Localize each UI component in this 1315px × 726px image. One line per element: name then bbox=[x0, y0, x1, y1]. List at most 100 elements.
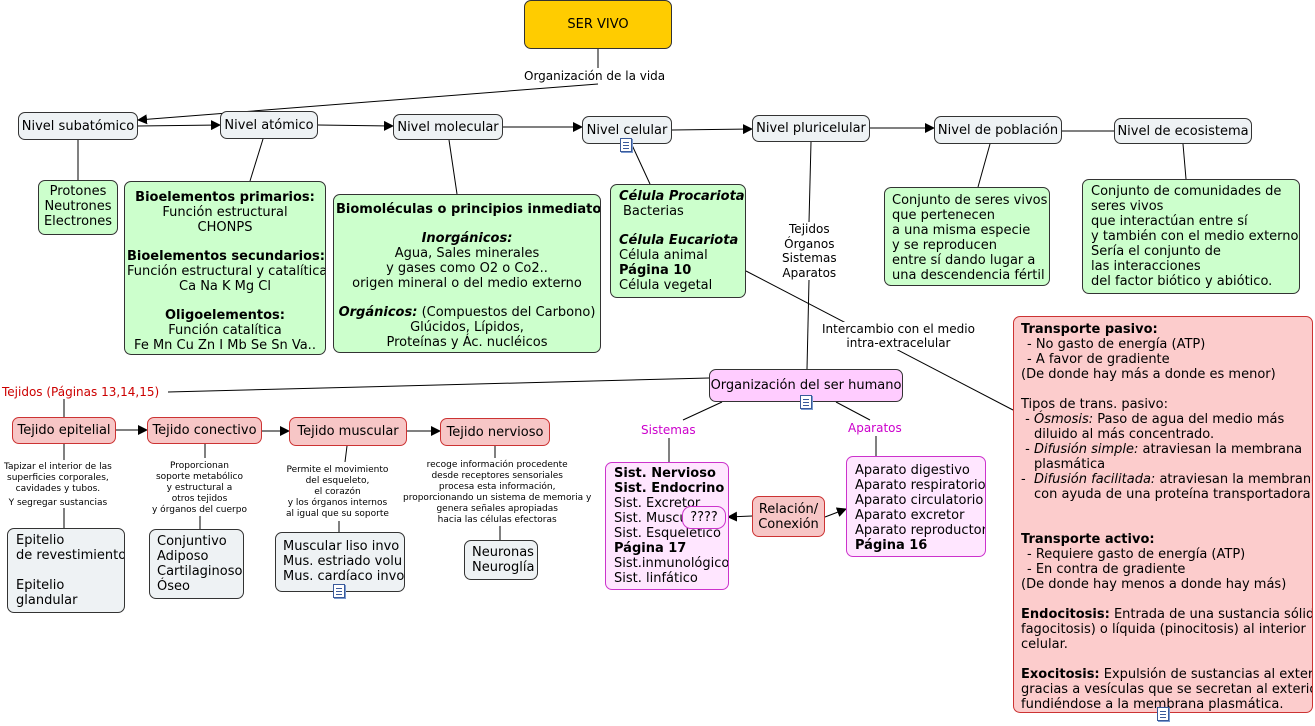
biomolecules-title: Biomoléculas o principios inmediatos bbox=[336, 202, 601, 217]
transport-line: atraviesan la membrana bbox=[1138, 442, 1303, 457]
level-subatomico[interactable]: Nivel subatómico bbox=[18, 112, 138, 140]
biomolecules-inorg-2: y gases como O2 o Co2.. bbox=[386, 261, 548, 276]
transport-difusion-simple-title: Difusión simple: bbox=[1033, 442, 1139, 457]
transport-exocitosis-title: Exocitosis: bbox=[1021, 667, 1100, 682]
type-line: Adiposo bbox=[157, 549, 209, 564]
note-line: proporcionando un sistema de memoria y bbox=[403, 493, 592, 503]
system-item: Sist. Esquelético bbox=[614, 526, 721, 541]
tissue-nervioso[interactable]: Tejido nervioso bbox=[440, 418, 550, 446]
oligoelementos-func: Función catalítica bbox=[168, 323, 282, 338]
poblacion-desc-box[interactable]: Conjunto de seres vivos que pertenecen a… bbox=[884, 187, 1050, 286]
apparatus-item: Aparato circulatorio bbox=[855, 493, 984, 508]
tissue-nervioso-types[interactable]: Neuronas Neuroglía bbox=[464, 540, 538, 580]
type-line: Mus. estriado volu bbox=[283, 554, 403, 569]
bioelements-primarios-title: Bioelementos primarios: bbox=[135, 190, 315, 205]
level-molecular[interactable]: Nivel molecular bbox=[393, 114, 503, 140]
tissue-epitelial-types[interactable]: Epitelio de revestimiento Epitelio gland… bbox=[7, 528, 125, 613]
document-icon[interactable] bbox=[800, 395, 812, 409]
transport-line: - A favor de gradiente bbox=[1027, 352, 1170, 367]
tissue-epitelial[interactable]: Tejido epitelial bbox=[12, 417, 116, 444]
level-ecosistema-label: Nivel de ecosistema bbox=[1117, 123, 1249, 139]
type-line: Neuronas bbox=[472, 545, 534, 560]
biomolecules-inorg-3: origen mineral o del medio externo bbox=[352, 276, 582, 291]
unknown-node[interactable]: ???? bbox=[682, 506, 726, 529]
note-line: Y segregar sustancias bbox=[8, 498, 108, 508]
level-atomico[interactable]: Nivel atómico bbox=[220, 111, 318, 139]
transport-line: diluido al más concentrado. bbox=[1034, 427, 1215, 442]
note-line: del esqueleto, bbox=[305, 476, 370, 486]
poblacion-desc-line: una descendencia fértil bbox=[892, 268, 1045, 283]
transport-line: plasmática bbox=[1034, 457, 1106, 472]
type-line: de revestimiento bbox=[16, 548, 125, 563]
level-poblacion[interactable]: Nivel de población bbox=[934, 116, 1062, 144]
document-icon[interactable] bbox=[1157, 707, 1169, 721]
pluri-label-line: Órganos bbox=[784, 236, 835, 251]
transport-tipos: Tipos de trans. pasivo: bbox=[1021, 397, 1168, 412]
link-label-sistemas: Sistemas bbox=[639, 423, 698, 437]
type-line: glandular bbox=[16, 593, 78, 608]
subatomic-particles-box[interactable]: Protones Neutrones Electrones bbox=[38, 180, 118, 235]
bioelements-secundarios-elems: Ca Na K Mg Cl bbox=[179, 279, 271, 294]
type-line: Epitelio bbox=[16, 533, 65, 548]
type-line: Cartilaginoso bbox=[157, 564, 243, 579]
transport-line: gracias a vesículas que se secretan al e… bbox=[1021, 682, 1313, 697]
bioelements-box[interactable]: Bioelementos primarios: Función estructu… bbox=[124, 181, 326, 355]
pluri-label-line: Sistemas bbox=[782, 251, 837, 265]
ecosistema-desc-line: y también con el medio externo. bbox=[1091, 229, 1300, 244]
tissue-conectivo[interactable]: Tejido conectivo bbox=[147, 417, 262, 444]
level-celular-label: Nivel celular bbox=[586, 122, 668, 138]
particle-neutrones: Neutrones bbox=[44, 199, 112, 214]
tissue-conectivo-types[interactable]: Conjuntivo Adiposo Cartilaginoso Óseo bbox=[149, 529, 244, 599]
note-line: y órganos del cuerpo bbox=[152, 505, 247, 515]
note-line: y estructural a bbox=[166, 483, 233, 493]
bioelements-primarios-func: Función estructural bbox=[162, 205, 288, 220]
ecosistema-desc-box[interactable]: Conjunto de comunidades de seres vivos q… bbox=[1082, 179, 1300, 294]
note-line: recoge información procedente bbox=[426, 460, 568, 470]
note-line: superficies corporales, bbox=[7, 473, 109, 483]
transport-line: atraviesan la membrana bbox=[1155, 472, 1313, 487]
system-item: Sist. Excretor bbox=[614, 496, 701, 511]
type-line: Mus. cardíaco invo bbox=[283, 569, 405, 584]
transport-osmosis-title: Ósmosis: bbox=[1033, 412, 1094, 427]
document-icon[interactable] bbox=[333, 584, 345, 598]
poblacion-desc-line: a una misma especie bbox=[892, 223, 1031, 238]
tissue-conectivo-note: Proporcionan soporte metabólico y estruc… bbox=[152, 461, 247, 516]
transport-line: Entrada de una sustancia sólida bbox=[1109, 607, 1313, 622]
note-line: cavidades y tubos. bbox=[15, 484, 101, 494]
poblacion-desc-line: entre sí dando lugar a bbox=[892, 253, 1036, 268]
transport-activo-title: Transporte activo: bbox=[1021, 532, 1155, 547]
biomolecules-box[interactable]: Biomoléculas o principios inmediatos Ino… bbox=[333, 194, 601, 353]
type-line: Óseo bbox=[157, 579, 190, 594]
intercambio-label-line: Intercambio con el medio bbox=[822, 322, 975, 336]
tissue-muscular-types[interactable]: Muscular liso invo Mus. estriado volu Mu… bbox=[275, 532, 405, 592]
human-organization-node[interactable]: Organización del ser humano bbox=[709, 369, 903, 402]
link-label-pluricelular: Tejidos Órganos Sistemas Aparatos bbox=[780, 222, 839, 280]
bioelements-secundarios-func: Función estructural y catalítica bbox=[127, 264, 326, 279]
level-ecosistema[interactable]: Nivel de ecosistema bbox=[1114, 118, 1252, 144]
pluri-label-line: Tejidos bbox=[789, 222, 830, 236]
biomolecules-org-2: Glúcidos, Lípidos, bbox=[410, 320, 524, 335]
tissue-conectivo-label: Tejido conectivo bbox=[152, 423, 257, 438]
document-icon[interactable] bbox=[620, 138, 632, 152]
type-line: Neuroglía bbox=[472, 560, 535, 575]
relacion-node[interactable]: Relación/ Conexión bbox=[752, 496, 825, 537]
tissue-muscular[interactable]: Tejido muscular bbox=[289, 417, 407, 446]
note-line: y los órganos internos bbox=[287, 498, 388, 508]
note-line: el corazón bbox=[314, 487, 361, 497]
apparatus-item: Aparato excretor bbox=[855, 508, 965, 523]
cells-box[interactable]: Célula Procariota Bacterias Célula Eucar… bbox=[610, 184, 746, 298]
ecosistema-desc-line: del factor biótico y abiótico. bbox=[1091, 274, 1273, 289]
transport-line: celular. bbox=[1021, 637, 1068, 652]
root-node[interactable]: SER VIVO bbox=[524, 0, 672, 49]
transport-line: con ayuda de una proteína transportadora bbox=[1034, 487, 1311, 502]
note-line: Proporcionan bbox=[170, 461, 229, 471]
system-item: Sist. Nervioso bbox=[614, 466, 716, 481]
apparatus-box[interactable]: Aparato digestivo Aparato respiratorio A… bbox=[846, 456, 986, 557]
transport-box[interactable]: Transporte pasivo: - No gasto de energía… bbox=[1013, 316, 1313, 713]
transport-pasivo-title: Transporte pasivo: bbox=[1021, 322, 1158, 337]
level-pluricelular[interactable]: Nivel pluricelular bbox=[752, 115, 870, 142]
transport-line: fundiéndose a la membrana plasmática. bbox=[1021, 697, 1284, 712]
ecosistema-desc-line: que interactúan entre sí bbox=[1091, 214, 1248, 229]
level-molecular-label: Nivel molecular bbox=[397, 119, 499, 135]
type-line: Epitelio bbox=[16, 578, 65, 593]
